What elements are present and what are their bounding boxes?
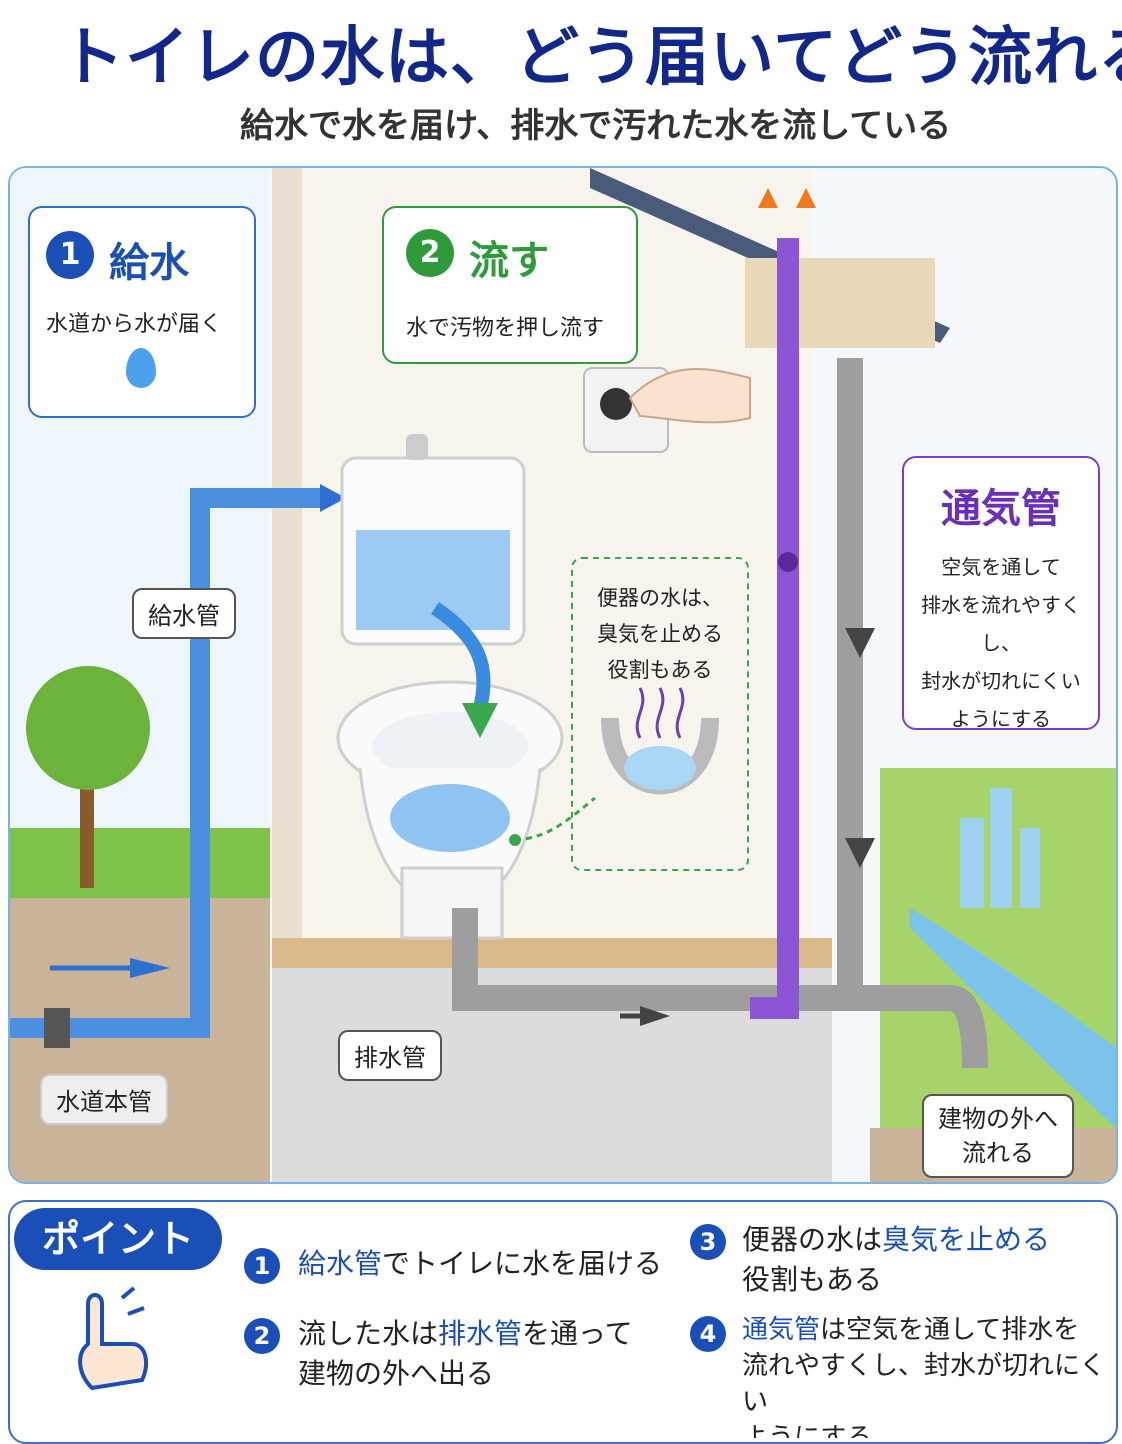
point-text: を通って — [522, 1317, 633, 1350]
point-text: 流した水は — [298, 1317, 439, 1350]
point-highlight: 通気管 — [742, 1315, 821, 1345]
odor-arrow — [675, 687, 685, 739]
wall-post — [272, 168, 302, 948]
stack-arrow — [845, 838, 875, 868]
trap-pointer-dot — [509, 834, 521, 846]
supply-description: 水道から水が届く — [46, 312, 223, 337]
point-item-1: 給水管でトイレに水を届ける — [298, 1244, 662, 1284]
flush-callout: 2 流す 水で汚物を押し流す — [382, 206, 638, 364]
hand — [628, 368, 751, 424]
drain-pipe — [452, 358, 863, 1011]
trap-callout-border — [571, 557, 749, 871]
pipe-joint — [44, 1008, 70, 1048]
river — [910, 908, 1116, 1128]
vent-desc-line: 排水を流れやすくし、 — [921, 593, 1081, 655]
vent-desc-line: ようにする — [950, 707, 1052, 731]
trap-description: 便器の水は、 臭気を止める 役割もある — [576, 580, 744, 688]
vent-pipe — [750, 238, 799, 1019]
main-flow-arrow — [130, 958, 170, 978]
supply-arrow — [320, 484, 346, 512]
vent-description: 空気を通して 排水を流れやすくし、 封水が切れにくい ようにする — [904, 548, 1098, 738]
odor-arrow — [635, 687, 645, 739]
trap-desc-line: 便器の水は、 — [597, 586, 723, 610]
flush-description: 水で汚物を押し流す — [406, 316, 605, 341]
vent-desc-line: 封水が切れにくい — [921, 669, 1081, 693]
vent-title: 通気管 — [941, 486, 1061, 532]
bowl-water — [390, 784, 510, 852]
city-building — [1020, 828, 1040, 908]
point-number-3: 3 — [690, 1224, 726, 1260]
floor-beam — [272, 938, 832, 968]
vent-desc-line: 空気を通して — [941, 555, 1061, 579]
supply-heading: 1 給水 — [46, 230, 189, 288]
point-number-4: 4 — [690, 1316, 726, 1352]
odor-arrow — [655, 687, 665, 739]
point-highlight: 臭気を止める — [882, 1223, 1051, 1256]
step-number-2: 2 — [406, 228, 454, 277]
trap-water — [624, 746, 696, 790]
stack-arrow — [845, 628, 875, 658]
drain-flow-arrow — [640, 1006, 670, 1026]
point-item-4: 通気管は空気を通して排水を 流れやすくし、封水が切れにくい ようにする — [742, 1312, 1122, 1438]
flush-heading: 2 流す — [406, 228, 549, 286]
water-main-label: 水道本管 — [40, 1074, 168, 1125]
point-item-3: 便器の水は臭気を止める 役割もある — [742, 1220, 1050, 1300]
point-number-2: 2 — [244, 1318, 280, 1354]
flush-knob — [406, 434, 428, 460]
supply-pipe — [10, 488, 320, 1038]
trap-desc-line: 役割もある — [607, 658, 713, 682]
water-drop-icon — [126, 348, 156, 388]
pointing-finger-icon — [62, 1284, 162, 1394]
flush-arrow-head — [462, 703, 498, 738]
vent-air-arrow — [796, 188, 816, 208]
vent-air-arrow — [758, 188, 778, 208]
outside-flow-line: 建物の外へ — [938, 1105, 1058, 1133]
drain-outlet — [850, 985, 988, 1069]
point-highlight: 排水管 — [438, 1317, 523, 1350]
point-text: は空気を通して排水を — [820, 1315, 1080, 1345]
point-text-line3: ようにする — [742, 1423, 873, 1438]
city-building — [960, 818, 984, 908]
point-text-line2: 建物の外へ出る — [298, 1357, 495, 1390]
outside-flow-line: 流れる — [962, 1139, 1034, 1167]
supply-pipe-label: 給水管 — [132, 588, 236, 639]
point-text: でトイレに水を届ける — [382, 1247, 663, 1280]
vent-marker — [778, 552, 798, 572]
point-item-2: 流した水は排水管を通って 建物の外へ出る — [298, 1314, 633, 1394]
flush-lever-button — [600, 388, 632, 420]
toilet-bowl-inner — [372, 712, 528, 780]
page-subtitle: 給水で水を届け、排水で汚れた水を流している — [240, 106, 952, 146]
vent-callout: 通気管 空気を通して 排水を流れやすくし、 封水が切れにくい ようにする — [902, 456, 1100, 731]
trap-desc-line: 臭気を止める — [597, 622, 723, 646]
point-text-line2: 流れやすくし、封水が切れにくい — [742, 1351, 1106, 1417]
point-highlight: 給水管 — [298, 1247, 383, 1280]
outside-flow-label: 建物の外へ 流れる — [922, 1094, 1074, 1178]
page-title: トイレの水は、どう届いてどう流れる — [60, 21, 1122, 95]
points-badge: ポイント — [14, 1208, 222, 1270]
tree-trunk — [80, 768, 94, 888]
tree-crown — [26, 666, 150, 790]
drain-pipe-label: 排水管 — [338, 1030, 442, 1081]
city-building — [990, 788, 1012, 908]
roof-eave — [745, 258, 935, 348]
supply-title: 給水 — [109, 240, 190, 286]
point-number-1: 1 — [244, 1248, 280, 1284]
grass-left — [10, 828, 270, 908]
flush-arrow — [431, 602, 491, 710]
point-text-line2: 役割もある — [742, 1263, 883, 1296]
step-number-1: 1 — [46, 230, 94, 279]
trap-pointer — [514, 796, 596, 842]
plumbing-diagram: 1 給水 水道から水が届く 2 流す 水で汚物を押し流す 通気管 空気を通して … — [8, 166, 1118, 1184]
supply-callout: 1 給水 水道から水が届く — [28, 206, 256, 418]
flush-title: 流す — [469, 238, 550, 284]
point-text: 便器の水は — [742, 1223, 883, 1256]
